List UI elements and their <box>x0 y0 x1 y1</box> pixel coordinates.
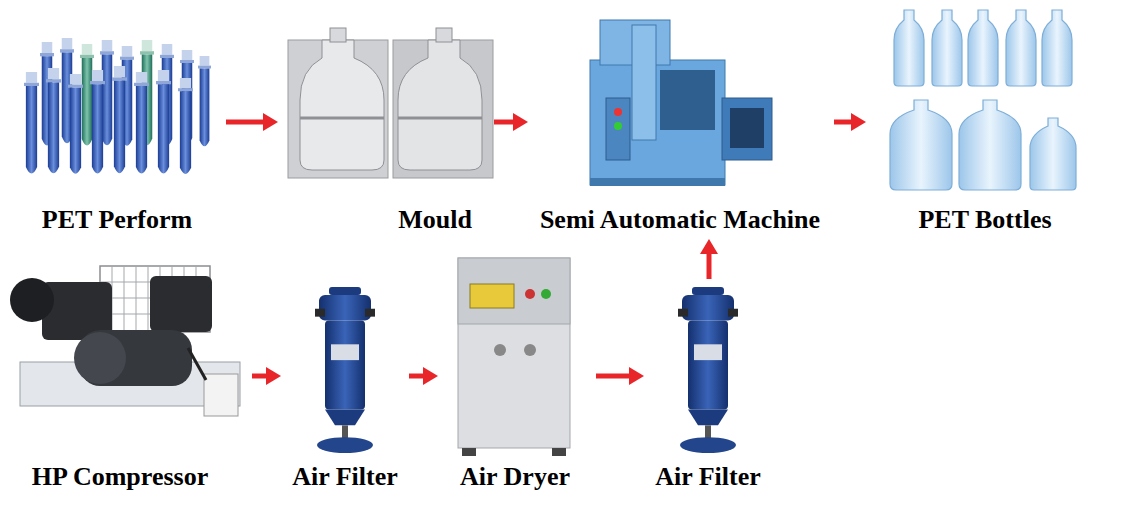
machine-picture <box>590 20 772 186</box>
step-label: Air Filter <box>292 462 398 492</box>
step-label: Semi Automatic Machine <box>540 205 820 235</box>
step-label: Mould <box>398 205 472 235</box>
flow-arrow <box>409 374 425 379</box>
arrow-head <box>263 113 278 131</box>
dryer-picture <box>458 258 570 456</box>
step-label: PET Bottles <box>918 205 1051 235</box>
filter-picture <box>678 287 738 453</box>
arrow-head <box>700 239 718 254</box>
flow-arrow <box>834 120 853 125</box>
bottles-picture <box>890 10 1076 190</box>
filter-picture <box>315 287 375 453</box>
arrow-head <box>423 367 438 385</box>
process-step: Air Dryer <box>442 250 592 492</box>
flow-arrow <box>494 120 515 125</box>
process-step: PET Bottles <box>870 2 1100 235</box>
process-step: Semi Automatic Machine <box>532 10 830 235</box>
arrow-head <box>629 367 644 385</box>
flow-arrow <box>252 374 268 379</box>
mould-picture <box>288 28 493 178</box>
process-step: Mould <box>282 25 490 235</box>
step-label: Air Dryer <box>460 462 570 492</box>
process-step: HP Compressor <box>8 258 248 492</box>
preform-picture <box>24 38 211 174</box>
compressor-picture <box>10 266 240 416</box>
process-step: PET Perform <box>10 30 222 235</box>
flow-arrow <box>596 374 631 379</box>
flow-arrow <box>707 252 712 279</box>
arrow-head <box>513 113 528 131</box>
step-label: HP Compressor <box>32 462 208 492</box>
arrow-head <box>266 367 281 385</box>
step-label: Air Filter <box>655 462 761 492</box>
arrow-head <box>851 113 866 131</box>
flow-arrow <box>226 120 265 125</box>
process-step: Air Filter <box>285 275 405 492</box>
step-label: PET Perform <box>42 205 192 235</box>
process-step: Air Filter <box>648 283 770 492</box>
